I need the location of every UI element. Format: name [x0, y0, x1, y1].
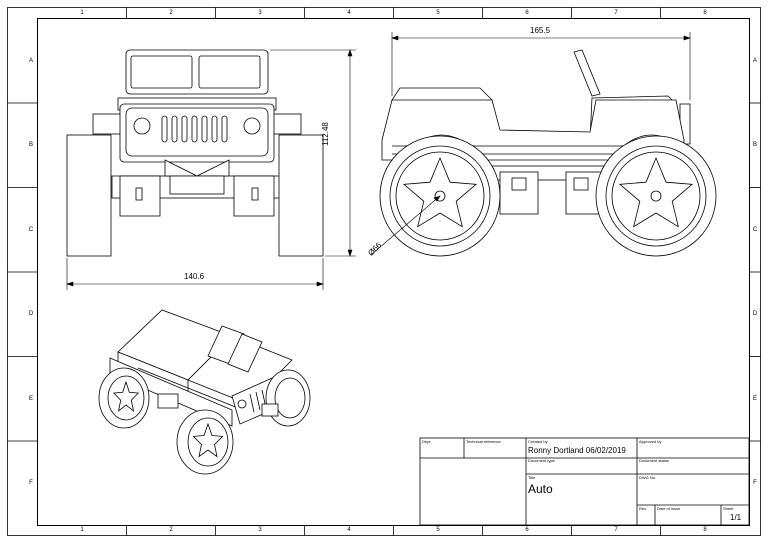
document-status-label: Document status	[639, 458, 670, 463]
zone-column-label: 5	[436, 527, 440, 533]
dept-label: Dept.	[422, 439, 432, 444]
drawing-title: Auto	[528, 482, 553, 496]
side-view	[379, 49, 717, 257]
sheet-label: Sheet	[723, 506, 734, 511]
zone-row-label: A	[28, 57, 33, 64]
zone-ticks	[7, 7, 761, 536]
zone-column-label: 6	[525, 527, 529, 533]
zone-row-label: E	[752, 395, 757, 402]
zone-column-label: 3	[258, 10, 262, 16]
zone-row-label: A	[752, 57, 757, 64]
date-of-issue-label: Date of issue	[657, 506, 681, 511]
zone-column-label: 3	[258, 527, 262, 533]
zone-row-label: E	[28, 395, 33, 402]
zone-row-label: B	[28, 142, 33, 149]
zone-column-label: 2	[169, 10, 173, 16]
zone-column-label: 5	[436, 10, 440, 16]
zone-column-label: 4	[347, 527, 351, 533]
sheet-trim-border	[7, 7, 761, 536]
document-type-label: Document type	[528, 458, 555, 463]
isometric-view	[98, 309, 311, 475]
approved-by-label: Approved by	[639, 439, 662, 444]
zone-column-label: 2	[169, 527, 173, 533]
zone-column-label: 8	[703, 10, 707, 16]
zone-row-label: D	[28, 311, 34, 318]
zone-column-label: 6	[525, 10, 529, 16]
zone-column-label: 8	[703, 527, 707, 533]
zone-row-label: C	[28, 226, 34, 233]
rev-label: Rev.	[639, 506, 647, 511]
dwg-no-label: DWG No.	[639, 475, 657, 480]
zone-row-label: B	[752, 142, 757, 149]
zone-column-label: 4	[347, 10, 351, 16]
overall-length-dimension: 165.5	[530, 26, 551, 35]
zone-column-label: 1	[80, 527, 84, 533]
zone-column-label: 7	[614, 527, 618, 533]
front-view	[66, 49, 324, 257]
technical-reference-label: Technical reference	[466, 439, 501, 444]
zone-row-label: C	[752, 226, 758, 233]
front-width-dimension: 140.6	[184, 272, 205, 281]
created-by-value: Ronny Dortland 06/02/2019	[528, 446, 626, 455]
zone-row-label: D	[752, 311, 758, 318]
zone-column-label: 1	[80, 10, 84, 16]
zone-row-label: F	[29, 480, 33, 487]
dimension-lines	[66, 32, 691, 290]
height-dimension: 112.48	[321, 122, 330, 146]
created-by-label: Created by	[528, 439, 548, 444]
zone-column-label: 7	[614, 10, 618, 16]
sheet-number: 1/1	[730, 513, 742, 522]
title-block	[419, 437, 750, 526]
drawing-frame	[37, 18, 750, 526]
title-label: Title	[528, 475, 536, 480]
zone-row-label: F	[753, 480, 757, 487]
